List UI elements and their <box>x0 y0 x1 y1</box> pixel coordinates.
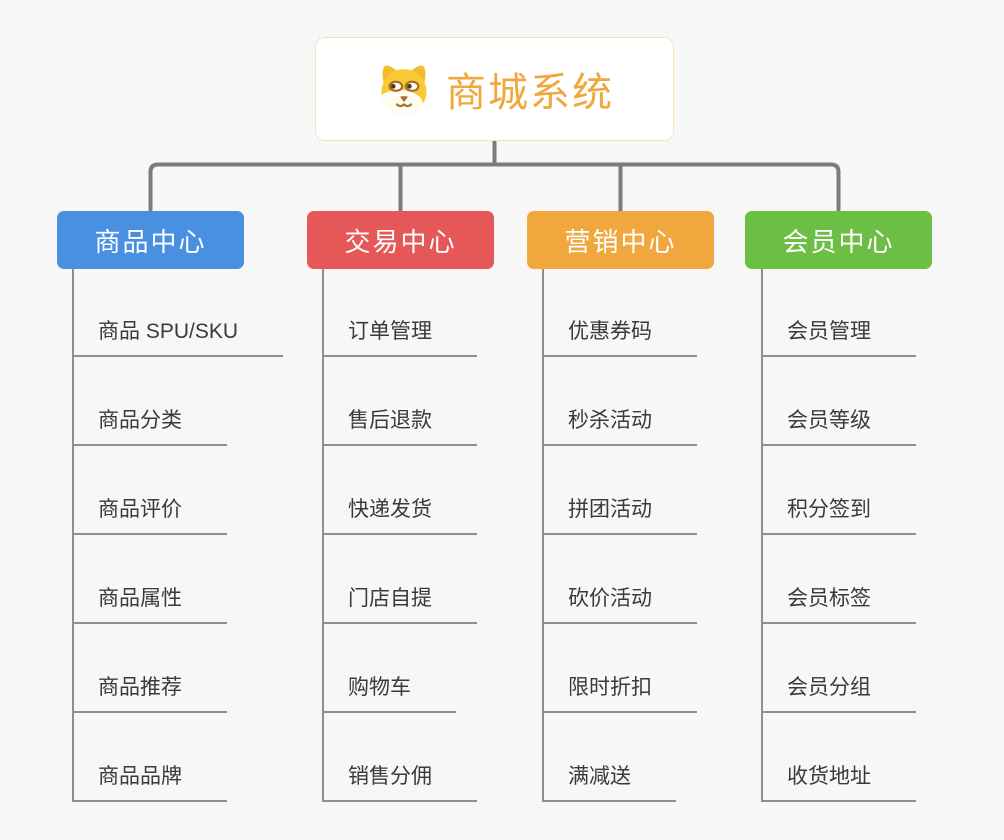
subtopic-item[interactable]: 限时折扣 <box>542 674 697 713</box>
trunk-line <box>322 269 324 802</box>
trunk-line <box>542 269 544 802</box>
branch-bracket-line <box>148 162 841 211</box>
subtopic-item[interactable]: 会员管理 <box>761 318 916 357</box>
subtopic-item[interactable]: 收货地址 <box>761 763 916 802</box>
branch-node-marketing-center[interactable]: 营销中心 <box>527 211 714 269</box>
subtopic-item[interactable]: 秒杀活动 <box>542 407 697 446</box>
root-node[interactable]: 商城系统 <box>315 37 674 141</box>
subtopic-item[interactable]: 快递发货 <box>322 496 477 535</box>
subtopic-item[interactable]: 会员分组 <box>761 674 916 713</box>
subtopic-item[interactable]: 门店自提 <box>322 585 477 624</box>
branch-node-product-center[interactable]: 商品中心 <box>57 211 244 269</box>
subtopic-item[interactable]: 购物车 <box>322 674 456 713</box>
subtopic-item[interactable]: 售后退款 <box>322 407 477 446</box>
subtopic-item[interactable]: 积分签到 <box>761 496 916 535</box>
dog-face-icon <box>375 62 433 116</box>
subtopic-item[interactable]: 满减送 <box>542 763 676 802</box>
subtopic-item[interactable]: 商品属性 <box>72 585 227 624</box>
root-title: 商城系统 <box>446 71 614 115</box>
subtopic-item[interactable]: 商品评价 <box>72 496 227 535</box>
subtopic-item[interactable]: 商品品牌 <box>72 763 227 802</box>
subtopic-item[interactable]: 商品 SPU/SKU <box>72 318 284 357</box>
subtopic-item[interactable]: 会员等级 <box>761 407 916 446</box>
branch-node-trade-center[interactable]: 交易中心 <box>307 211 494 269</box>
subtopic-item[interactable]: 订单管理 <box>322 318 477 357</box>
subtopic-item[interactable]: 商品分类 <box>72 407 227 446</box>
subtopic-item[interactable]: 拼团活动 <box>542 496 697 535</box>
subtopic-item[interactable]: 销售分佣 <box>322 763 477 802</box>
branch-node-member-center[interactable]: 会员中心 <box>745 211 932 269</box>
trunk-line <box>72 269 74 802</box>
subtopic-item[interactable]: 优惠券码 <box>542 318 697 357</box>
subtopic-item[interactable]: 商品推荐 <box>72 674 227 713</box>
subtopic-item[interactable]: 砍价活动 <box>542 585 697 624</box>
subtopic-item[interactable]: 会员标签 <box>761 585 916 624</box>
trunk-line <box>761 269 763 802</box>
